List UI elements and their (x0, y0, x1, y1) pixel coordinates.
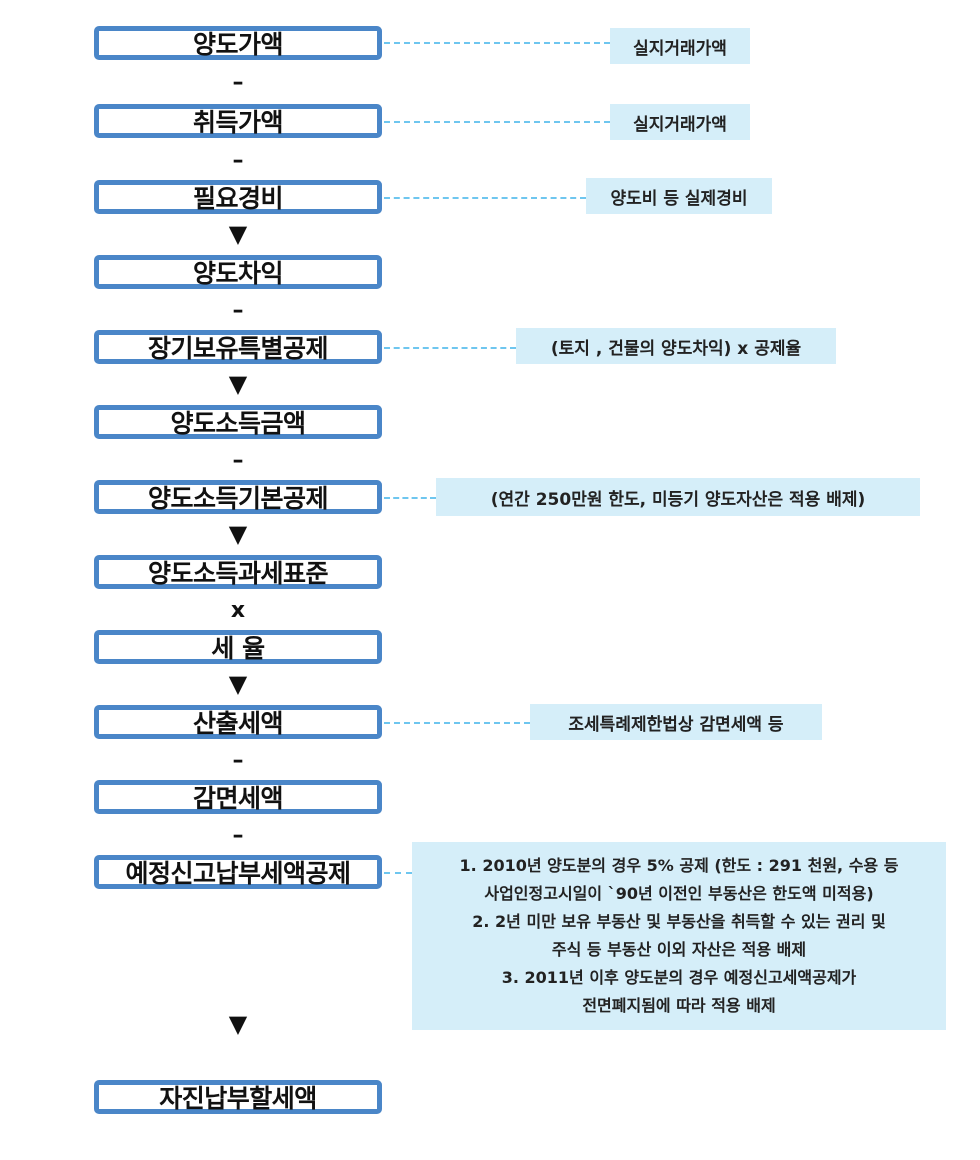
step-transfer-price: 양도가액 (94, 26, 382, 60)
note-long-term-deduction: (토지 , 건물의 양도차익) x 공제율 (516, 328, 836, 364)
note-line: 1. 2010년 양도분의 경우 5% 공제 (한도 : 291 천원, 수용 … (459, 856, 899, 875)
note-line: 3. 2011년 이후 양도분의 경우 예정신고세액공제가 (501, 968, 857, 987)
connector-line (384, 347, 516, 349)
connector-line (384, 121, 610, 123)
note-filing-deduction: 1. 2010년 양도분의 경우 5% 공제 (한도 : 291 천원, 수용 … (412, 842, 946, 1030)
note-acquisition-price: 실지거래가액 (610, 104, 750, 140)
step-tax-rate: 세 율 (94, 630, 382, 664)
step-filing-deduction: 예정신고납부세액공제 (94, 855, 382, 889)
note-computed-tax: 조세특례제한법상 감면세액 등 (530, 704, 822, 740)
operator-minus: – (232, 148, 244, 173)
operator-minus: – (232, 448, 244, 473)
note-line: 주식 등 부동산 이외 자산은 적용 배제 (551, 940, 807, 959)
note-transfer-price: 실지거래가액 (610, 28, 750, 64)
operator-arrow: ▼ (228, 670, 248, 698)
note-line: 전면폐지됨에 따라 적용 배제 (582, 996, 776, 1015)
step-self-payment-tax: 자진납부할세액 (94, 1080, 382, 1114)
note-basic-deduction: (연간 250만원 한도, 미등기 양도자산은 적용 배제) (436, 478, 920, 516)
operator-minus: – (232, 823, 244, 848)
step-transfer-gain: 양도차익 (94, 255, 382, 289)
operator-arrow: ▼ (228, 1010, 248, 1038)
note-necessary-expenses: 양도비 등 실제경비 (586, 178, 772, 214)
operator-minus: – (232, 70, 244, 95)
operator-arrow: ▼ (228, 370, 248, 398)
step-tax-base: 양도소득과세표준 (94, 555, 382, 589)
step-long-term-deduction: 장기보유특별공제 (94, 330, 382, 364)
operator-minus: – (232, 748, 244, 773)
operator-times: x (230, 598, 246, 623)
note-line: 사업인정고시일이 `90년 이전인 부동산은 한도액 미적용) (484, 884, 874, 903)
connector-line (384, 872, 412, 874)
operator-arrow: ▼ (228, 520, 248, 548)
connector-line (384, 197, 586, 199)
step-computed-tax: 산출세액 (94, 705, 382, 739)
step-reduced-tax: 감면세액 (94, 780, 382, 814)
step-transfer-income: 양도소득금액 (94, 405, 382, 439)
step-basic-deduction: 양도소득기본공제 (94, 480, 382, 514)
step-necessary-expenses: 필요경비 (94, 180, 382, 214)
connector-line (384, 42, 610, 44)
connector-line (384, 722, 530, 724)
note-line: 2. 2년 미만 보유 부동산 및 부동산을 취득할 수 있는 권리 및 (472, 912, 886, 931)
step-acquisition-price: 취득가액 (94, 104, 382, 138)
operator-minus: – (232, 298, 244, 323)
operator-arrow: ▼ (228, 220, 248, 248)
connector-line (384, 497, 436, 499)
